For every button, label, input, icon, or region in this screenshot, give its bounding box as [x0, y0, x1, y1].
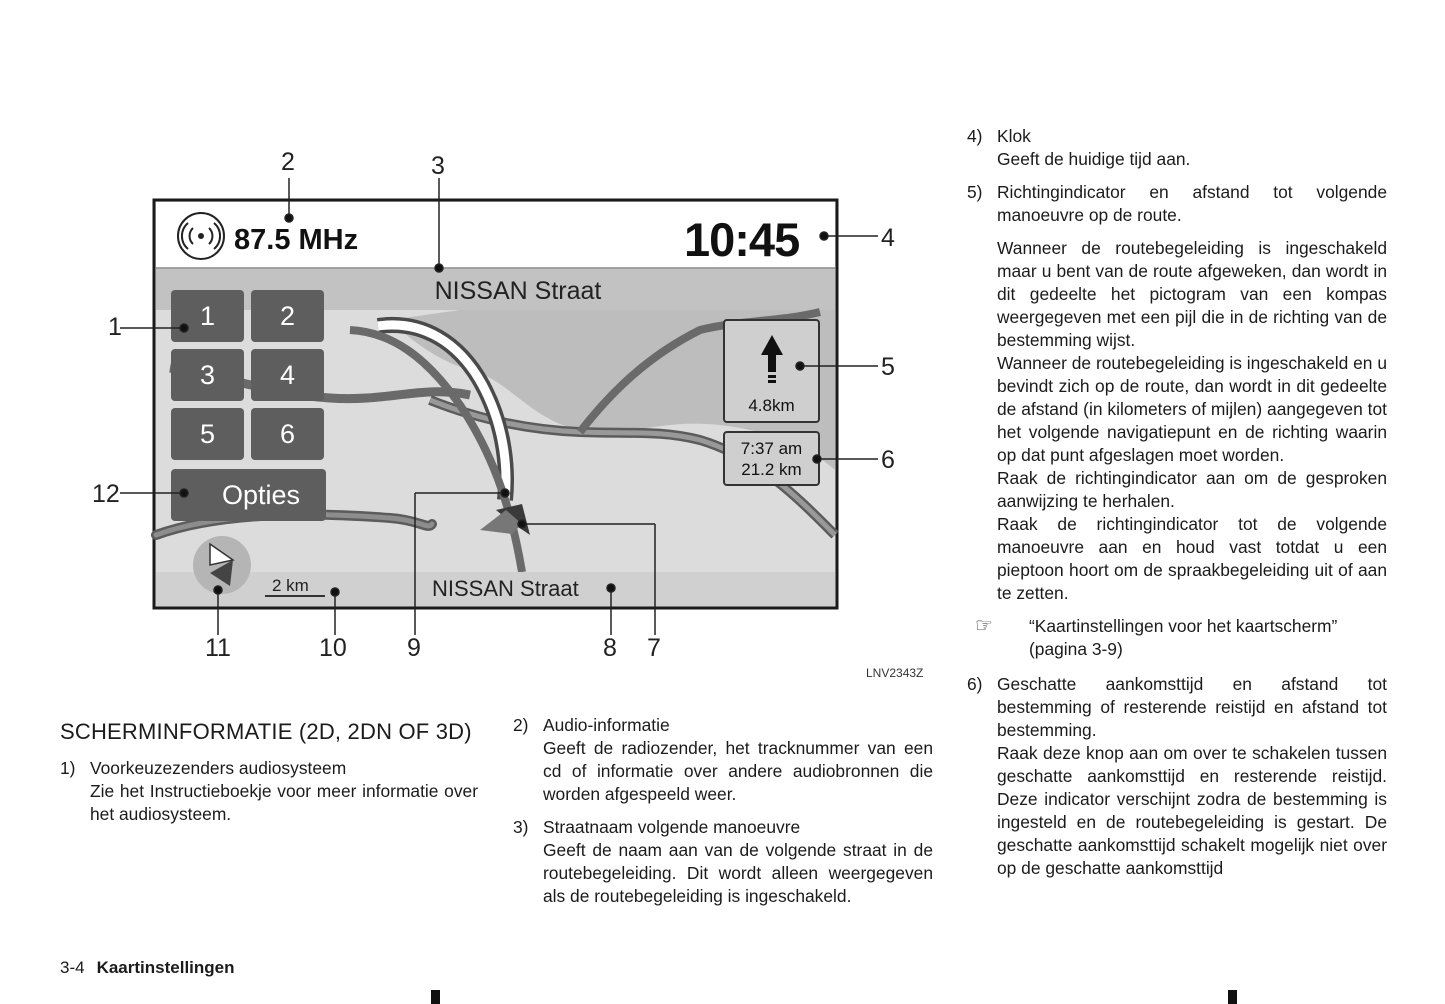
left-column: SCHERMINFORMATIE (2D, 2DN OF 3D) 1) Voor… — [60, 718, 478, 836]
item-number: 5) — [967, 182, 983, 202]
preset-button-1[interactable]: 1 — [199, 301, 216, 331]
preset-button-2[interactable]: 2 — [279, 301, 296, 331]
item-number: 1) — [60, 758, 76, 778]
right-column: 4) Klok Geeft de huidige tijd aan. 5) Ri… — [967, 125, 1387, 890]
paragraph: Raak de richtingindicator aan om de gesp… — [997, 468, 1387, 511]
preset-button-3[interactable]: 3 — [199, 360, 216, 390]
street-name-top: NISSAN Straat — [434, 277, 602, 305]
item-title: Richtingindicator en afstand tot volgend… — [997, 182, 1387, 225]
list-item-1: 1) Voorkeuzezenders audiosysteem Zie het… — [60, 757, 478, 826]
eta-distance: 21.2 km — [741, 460, 802, 479]
middle-column: 2) Audio-informatie Geeft de radiozender… — [513, 714, 933, 918]
callout-2: 2 — [281, 148, 295, 176]
pointing-hand-icon: ☞ — [975, 615, 993, 637]
eta-time: 7:37 am — [740, 439, 803, 458]
callout-6: 6 — [881, 446, 895, 474]
page-number: 3-4 — [60, 958, 85, 977]
item-title: Klok — [997, 126, 1031, 146]
navigation-screen-figure: 87.5 MHz 10:45 NISSAN Straat 1 2 3 4 5 6… — [60, 140, 940, 685]
callout-4: 4 — [881, 224, 895, 252]
item-description: Geeft de naam aan van de volgende straat… — [543, 840, 933, 906]
distance-next-maneuver: 4.8km — [748, 396, 795, 415]
crop-mark — [1228, 990, 1237, 1004]
callout-3: 3 — [431, 152, 445, 180]
map-scale: 2 km — [272, 576, 309, 595]
cross-reference[interactable]: ☞ “Kaartinstellingen voor het kaartscher… — [967, 615, 1387, 661]
crop-mark — [431, 990, 440, 1004]
paragraph: Raak de richtingindicator tot de volgend… — [997, 514, 1387, 603]
list-item-3: 3) Straatnaam volgende manoeuvre Geeft d… — [513, 816, 933, 908]
item-number: 4) — [967, 126, 983, 146]
callout-1: 1 — [108, 313, 122, 341]
item-number: 6) — [967, 674, 983, 694]
list-item-2: 2) Audio-informatie Geeft de radiozender… — [513, 714, 933, 806]
item-number: 3) — [513, 817, 529, 837]
paragraph: Wanneer de routebegeleiding is ingeschak… — [997, 353, 1387, 465]
callout-12: 12 — [92, 480, 120, 508]
paragraph: Raak deze knop aan om over te schakelen … — [997, 743, 1387, 878]
paragraph: Wanneer de routebegeleiding is ingeschak… — [997, 238, 1387, 350]
cross-reference-text: “Kaartinstellingen voor het kaartscherm”… — [1029, 616, 1338, 659]
callout-10: 10 — [319, 634, 347, 662]
options-button[interactable]: Opties — [221, 480, 301, 510]
item-number: 2) — [513, 715, 529, 735]
section-heading: SCHERMINFORMATIE (2D, 2DN OF 3D) — [60, 719, 472, 744]
item-description: Zie het Instructieboekje voor meer infor… — [90, 781, 478, 824]
list-item-4: 4) Klok Geeft de huidige tijd aan. — [967, 125, 1387, 171]
street-name-bottom: NISSAN Straat — [432, 576, 579, 601]
clock-display: 10:45 — [684, 213, 800, 266]
item-description: Geeft de huidige tijd aan. — [997, 149, 1191, 169]
item-title: Audio-informatie — [543, 715, 670, 735]
preset-button-4[interactable]: 4 — [279, 360, 296, 390]
callout-11: 11 — [205, 634, 231, 662]
section-name: Kaartinstellingen — [96, 958, 235, 977]
list-item-5: 5) Richtingindicator en afstand tot volg… — [967, 181, 1387, 605]
figure-code: LNV2343Z — [866, 666, 924, 680]
item-description: Geeft de radiozender, het tracknummer va… — [543, 738, 933, 804]
callout-9: 9 — [407, 634, 421, 662]
page-footer: 3-4 Kaartinstellingen — [60, 958, 235, 978]
item-title: Geschatte aankomsttijd en afstand tot be… — [997, 674, 1387, 740]
item-title: Voorkeuzezenders audiosysteem — [90, 758, 347, 778]
eta-box[interactable]: 7:37 am 21.2 km — [724, 438, 819, 480]
preset-button-6[interactable]: 6 — [279, 419, 296, 449]
callout-5: 5 — [881, 353, 895, 381]
item-title: Straatnaam volgende manoeuvre — [543, 817, 801, 837]
list-item-6: 6) Geschatte aankomsttijd en afstand tot… — [967, 673, 1387, 880]
map-screen-illustration — [120, 178, 878, 635]
preset-button-5[interactable]: 5 — [199, 419, 216, 449]
callout-8: 8 — [603, 634, 617, 662]
callout-7: 7 — [647, 634, 661, 662]
radio-frequency: 87.5 MHz — [234, 224, 359, 256]
